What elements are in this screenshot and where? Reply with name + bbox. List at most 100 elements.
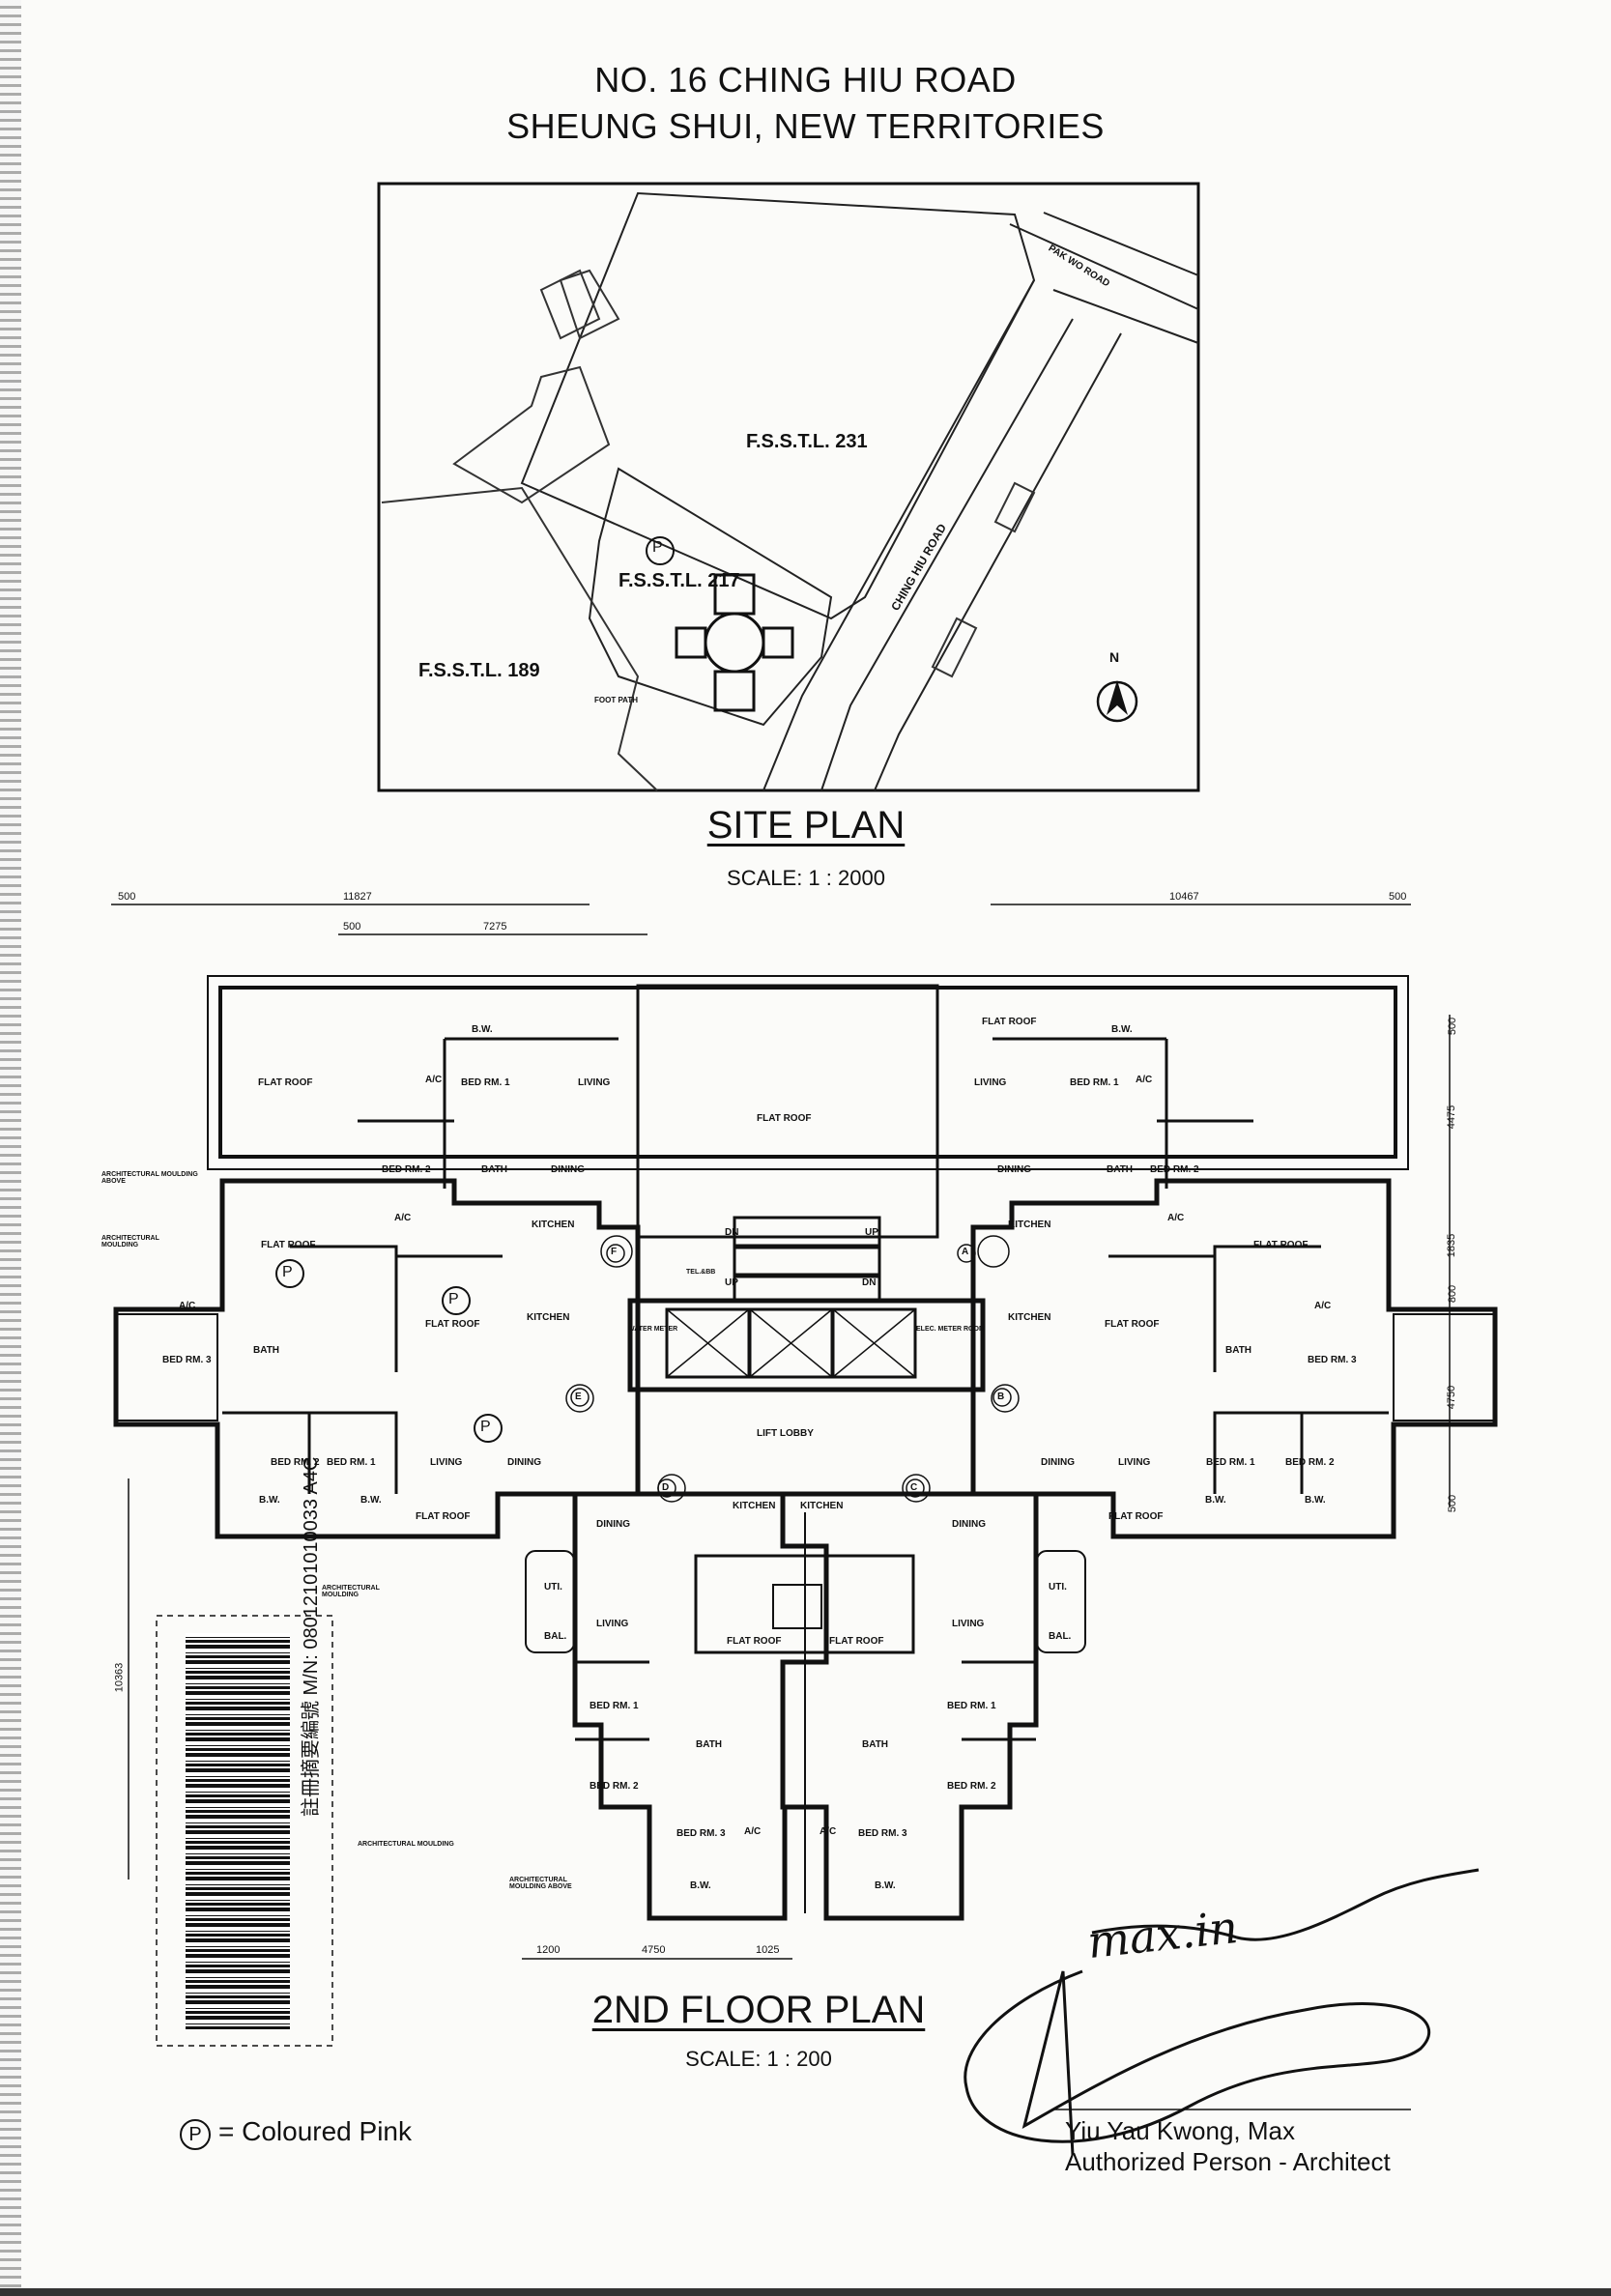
living-label: LIVING: [952, 1619, 985, 1629]
architect-name: Yiu Yau Kwong, Max: [1065, 2116, 1295, 2145]
bath-label: BATH: [481, 1164, 508, 1175]
flat-letter-d: D: [662, 1482, 670, 1493]
dim-500-left: 500: [118, 891, 136, 903]
arch-moulding-note: ARCHITECTURAL MOULDING: [358, 1841, 454, 1848]
address-line-2: SHEUNG SHUI, NEW TERRITORIES: [506, 106, 1105, 146]
dim-10467: 10467: [1169, 891, 1199, 903]
dim-1025: 1025: [756, 1944, 780, 1956]
flat-letter-f: F: [611, 1247, 618, 1257]
dim-500-right: 500: [1389, 891, 1407, 903]
kitchen-label: KITCHEN: [527, 1312, 570, 1323]
flat-roof-label: FLAT ROOF: [258, 1077, 313, 1088]
balcony-label: BAL.: [1049, 1631, 1072, 1642]
flat-roof-label: FLAT ROOF: [829, 1636, 884, 1647]
ac-label: A/C: [1167, 1213, 1185, 1223]
bed-room-label: BED RM. 1: [947, 1701, 996, 1711]
stair-dn-label: DN: [725, 1227, 739, 1238]
bed-room-label: BED RM. 1: [327, 1457, 376, 1468]
bed-room-label: BED RM. 3: [676, 1828, 726, 1839]
dim-4750-bottom: 4750: [642, 1944, 666, 1956]
bath-label: BATH: [862, 1739, 889, 1750]
telecom-label: TEL.&BB: [686, 1269, 716, 1276]
lot-label-231: F.S.S.T.L. 231: [746, 431, 868, 452]
bed-room-label: BED RM. 1: [461, 1077, 510, 1088]
bed-room-label: BED RM. 2: [382, 1164, 431, 1175]
stair-up-label: UP: [725, 1277, 738, 1288]
ac-label: A/C: [394, 1213, 412, 1223]
flat-roof-label: FLAT ROOF: [1105, 1319, 1160, 1330]
ac-label: A/C: [179, 1301, 196, 1311]
utility-label: UTI.: [1049, 1582, 1067, 1593]
ac-label: A/C: [1314, 1301, 1332, 1311]
bed-room-label: BED RM. 1: [1070, 1077, 1119, 1088]
kitchen-label: KITCHEN: [800, 1501, 844, 1511]
flat-roof-label: FLAT ROOF: [727, 1636, 782, 1647]
bed-room-label: BED RM. 2: [590, 1781, 639, 1792]
lot-label-217: F.S.S.T.L. 217: [619, 570, 740, 591]
arch-moulding-note: ARCHITECTURAL MOULDING: [101, 1235, 159, 1248]
flat-roof-label: FLAT ROOF: [982, 1017, 1037, 1027]
arch-moulding-above-note: ARCHITECTURAL MOULDING ABOVE: [509, 1877, 572, 1890]
living-label: LIVING: [596, 1619, 629, 1629]
kitchen-label: KITCHEN: [1008, 1312, 1051, 1323]
dim-500-b: 500: [343, 921, 361, 933]
legend-text: = Coloured Pink: [218, 2116, 413, 2146]
arch-moulding-note: ARCHITECTURAL MOULDING: [322, 1585, 380, 1598]
site-plan-scale: SCALE: 1 : 2000: [727, 866, 885, 890]
dining-label: DINING: [952, 1519, 986, 1530]
dining-label: DINING: [507, 1457, 541, 1468]
ac-label: A/C: [425, 1075, 443, 1085]
floor-plan-scale: SCALE: 1 : 200: [685, 2047, 832, 2071]
bay-window-label: B.W.: [360, 1495, 382, 1506]
arch-moulding-above-note: ARCHITECTURAL MOULDING ABOVE: [101, 1171, 198, 1185]
bed-room-label: BED RM. 2: [947, 1781, 996, 1792]
flat-roof-label: FLAT ROOF: [261, 1240, 316, 1250]
dim-500-bottom: 500: [1447, 1494, 1459, 1513]
bed-room-label: BED RM. 1: [1206, 1457, 1255, 1468]
bed-room-label: BED RM. 3: [1308, 1355, 1357, 1365]
dining-label: DINING: [551, 1164, 585, 1175]
foot-path-label: FOOT PATH: [594, 696, 639, 704]
bed-room-label: BED RM. 2: [1150, 1164, 1199, 1175]
bay-window-label: B.W.: [1205, 1495, 1226, 1506]
north-label: N: [1109, 649, 1120, 665]
bed-room-label: BED RM. 2: [1285, 1457, 1335, 1468]
kitchen-label: KITCHEN: [733, 1501, 776, 1511]
water-meter-label: WATER METER: [628, 1326, 678, 1333]
kitchen-label: KITCHEN: [532, 1220, 575, 1230]
dim-1200: 1200: [536, 1944, 561, 1956]
dim-7275: 7275: [483, 921, 507, 933]
flat-roof-label: FLAT ROOF: [416, 1511, 471, 1522]
flat-roof-label: FLAT ROOF: [1253, 1240, 1309, 1250]
dim-4475: 4475: [1446, 1105, 1458, 1130]
pink-marker: P: [480, 1419, 491, 1435]
bay-window-label: B.W.: [875, 1880, 896, 1891]
kitchen-label: KITCHEN: [1008, 1220, 1051, 1230]
floor-plan-title: 2ND FLOOR PLAN: [591, 1989, 926, 2031]
dining-label: DINING: [997, 1164, 1031, 1175]
site-pink-marker: P: [652, 539, 663, 556]
pink-marker: P: [282, 1264, 293, 1280]
bay-window-label: B.W.: [259, 1495, 280, 1506]
dim-1835: 1835: [1446, 1233, 1458, 1258]
bath-label: BATH: [696, 1739, 723, 1750]
bed-room-label: BED RM. 2: [271, 1457, 320, 1468]
living-label: LIVING: [974, 1077, 1007, 1088]
flat-roof-label: FLAT ROOF: [757, 1113, 812, 1124]
elec-meter-label: ELEC. METER ROOM: [916, 1326, 985, 1333]
flat-letter-b: B: [997, 1392, 1005, 1402]
dim-800: 800: [1447, 1284, 1459, 1304]
address-line-1: NO. 16 CHING HIU ROAD: [594, 60, 1017, 100]
flat-letter-e: E: [575, 1392, 582, 1402]
pink-symbol: P: [180, 2119, 211, 2150]
bed-room-label: BED RM. 3: [162, 1355, 212, 1365]
flat-letter-a: A: [962, 1247, 969, 1257]
flat-roof-label: FLAT ROOF: [425, 1319, 480, 1330]
utility-label: UTI.: [544, 1582, 562, 1593]
pink-marker: P: [448, 1291, 459, 1307]
site-plan-title: SITE PLAN: [706, 804, 906, 847]
bath-label: BATH: [253, 1345, 280, 1356]
dining-label: DINING: [596, 1519, 630, 1530]
ac-label: A/C: [820, 1826, 837, 1837]
